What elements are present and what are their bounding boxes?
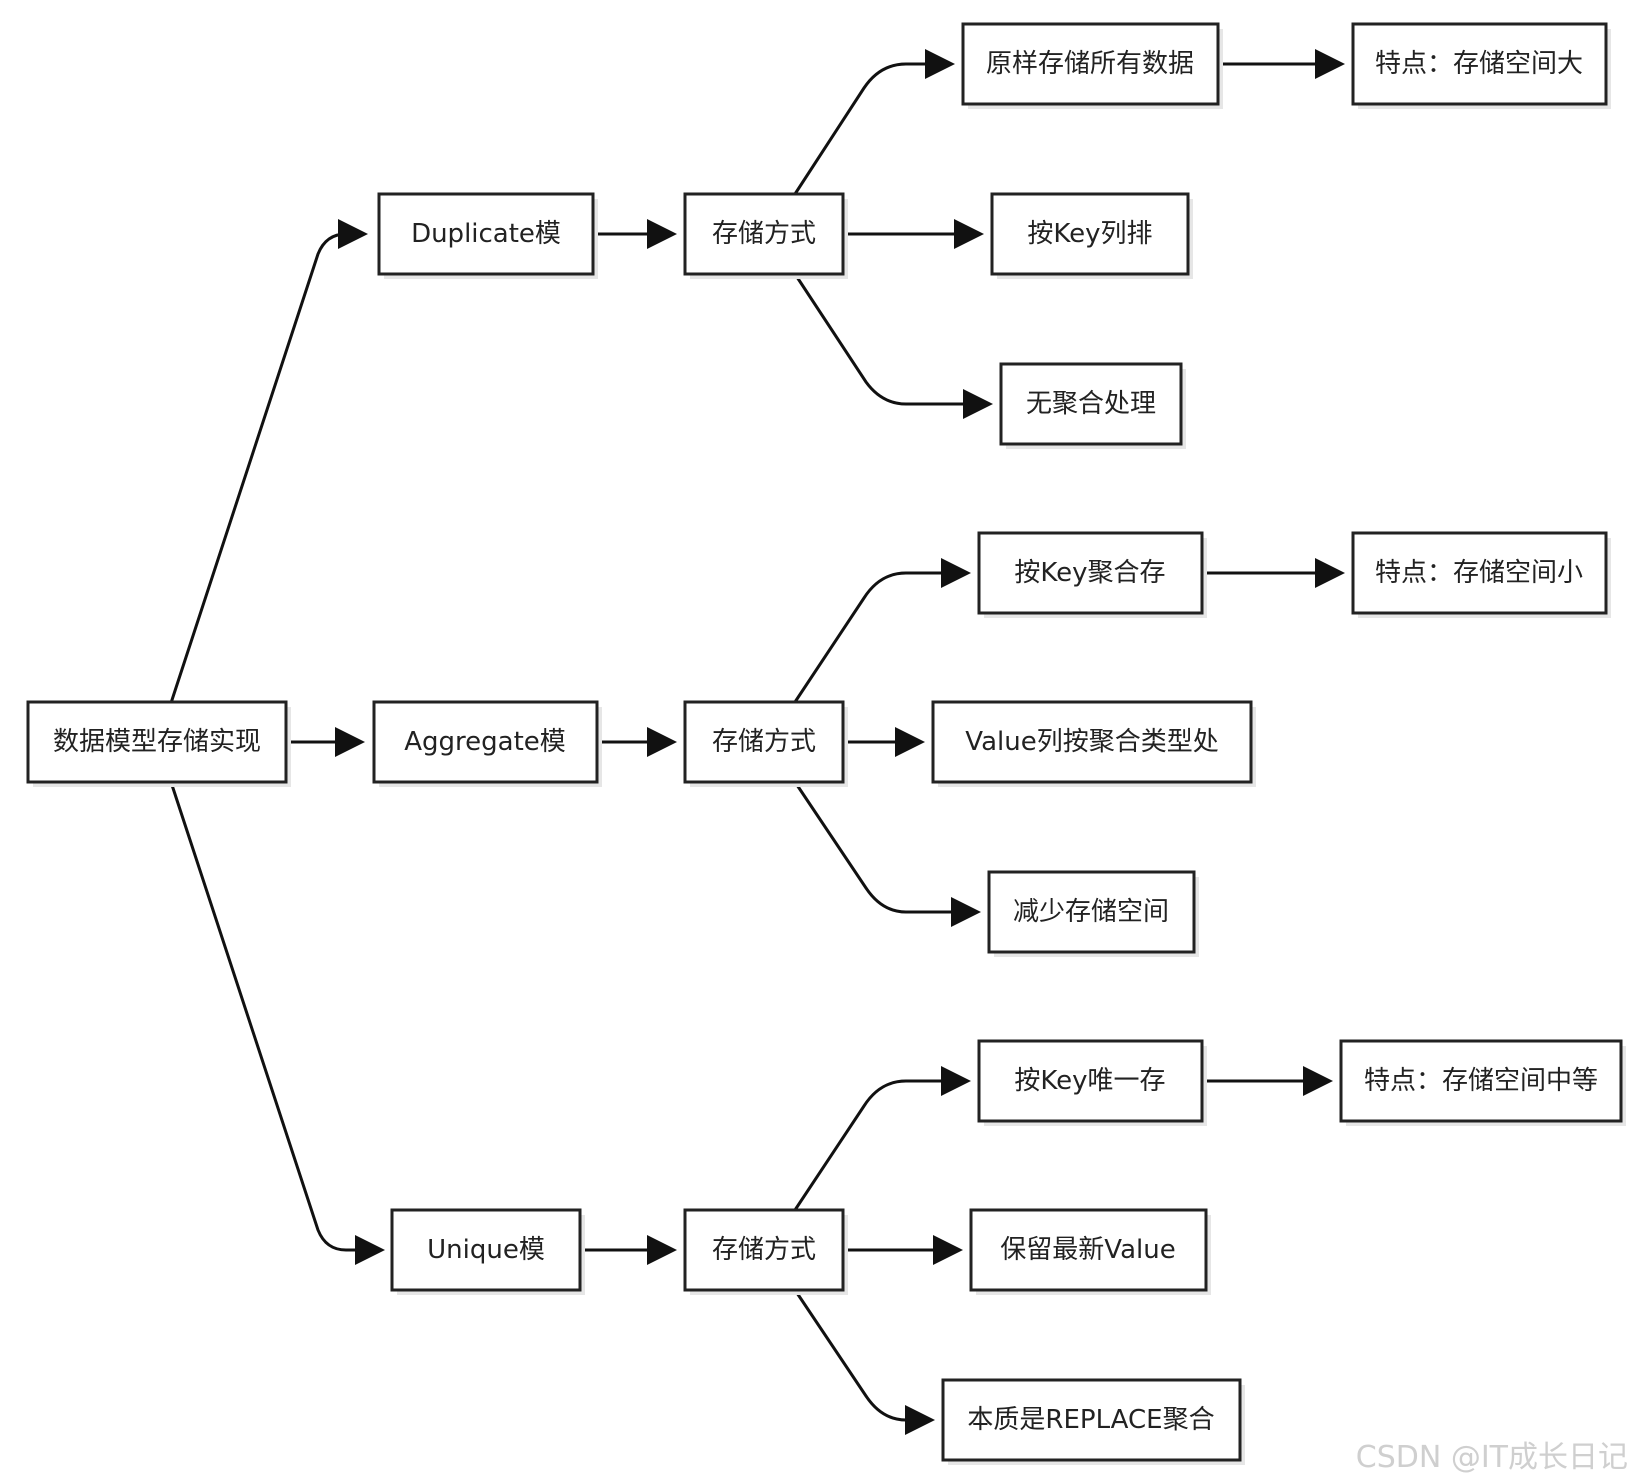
node-uni-a-label: 按Key唯一存 — [1014, 1066, 1165, 1096]
node-dup-storage-label: 存储方式 — [712, 219, 816, 249]
edge-unistorage-c — [793, 1289, 935, 1435]
node-agg-storage: 存储方式 — [683, 700, 848, 787]
node-agg-c: 减少存储空间 — [987, 870, 1199, 957]
node-dup-storage: 存储方式 — [683, 192, 848, 279]
nodes: 数据模型存储实现 Duplicate模 Aggregate模 Unique模 存… — [26, 22, 1626, 1465]
node-uni-b: 保留最新Value — [969, 1208, 1211, 1295]
node-unique-label: Unique模 — [427, 1235, 545, 1265]
node-uni-storage: 存储方式 — [683, 1208, 848, 1295]
edge-dupstorage-a — [793, 49, 955, 195]
node-dup-a: 原样存储所有数据 — [961, 22, 1223, 109]
watermark: CSDN @IT成长日记 — [1355, 1440, 1628, 1475]
node-dup-b: 按Key列排 — [990, 192, 1193, 279]
edge-dupstorage-c — [793, 273, 993, 419]
node-agg-b: Value列按聚合类型处 — [931, 700, 1256, 787]
node-uni-a-note-label: 特点：存储空间中等 — [1364, 1066, 1598, 1096]
edge-root-unique — [169, 781, 385, 1265]
edge-aggstorage-c — [793, 781, 981, 927]
node-agg-a-label: 按Key聚合存 — [1014, 558, 1165, 588]
node-root-label: 数据模型存储实现 — [53, 727, 261, 757]
edge-aggstorage-a — [793, 558, 971, 703]
node-dup-a-note: 特点：存储空间大 — [1351, 22, 1611, 109]
edge-unistorage-a — [793, 1066, 971, 1211]
node-agg-b-label: Value列按聚合类型处 — [965, 727, 1218, 757]
node-dup-b-label: 按Key列排 — [1027, 219, 1152, 249]
node-uni-a: 按Key唯一存 — [977, 1039, 1207, 1126]
node-uni-c: 本质是REPLACE聚合 — [941, 1378, 1245, 1465]
node-duplicate-label: Duplicate模 — [411, 219, 561, 249]
node-unique: Unique模 — [390, 1208, 585, 1295]
edges — [169, 49, 1345, 1435]
node-dup-a-note-label: 特点：存储空间大 — [1375, 49, 1583, 79]
node-agg-a: 按Key聚合存 — [977, 531, 1207, 618]
node-agg-c-label: 减少存储空间 — [1013, 897, 1169, 927]
node-agg-storage-label: 存储方式 — [712, 727, 816, 757]
node-aggregate-label: Aggregate模 — [404, 727, 566, 757]
node-agg-a-note-label: 特点：存储空间小 — [1375, 558, 1583, 588]
node-dup-c-label: 无聚合处理 — [1026, 389, 1156, 419]
node-root: 数据模型存储实现 — [26, 700, 291, 787]
node-uni-c-label: 本质是REPLACE聚合 — [967, 1405, 1214, 1435]
node-dup-c: 无聚合处理 — [999, 362, 1186, 449]
node-agg-a-note: 特点：存储空间小 — [1351, 531, 1611, 618]
node-uni-storage-label: 存储方式 — [712, 1235, 816, 1265]
node-aggregate: Aggregate模 — [372, 700, 602, 787]
node-dup-a-label: 原样存储所有数据 — [986, 49, 1194, 79]
node-uni-b-label: 保留最新Value — [1000, 1235, 1175, 1265]
edge-root-duplicate — [169, 219, 368, 704]
node-duplicate: Duplicate模 — [377, 192, 598, 279]
node-uni-a-note: 特点：存储空间中等 — [1339, 1039, 1626, 1126]
